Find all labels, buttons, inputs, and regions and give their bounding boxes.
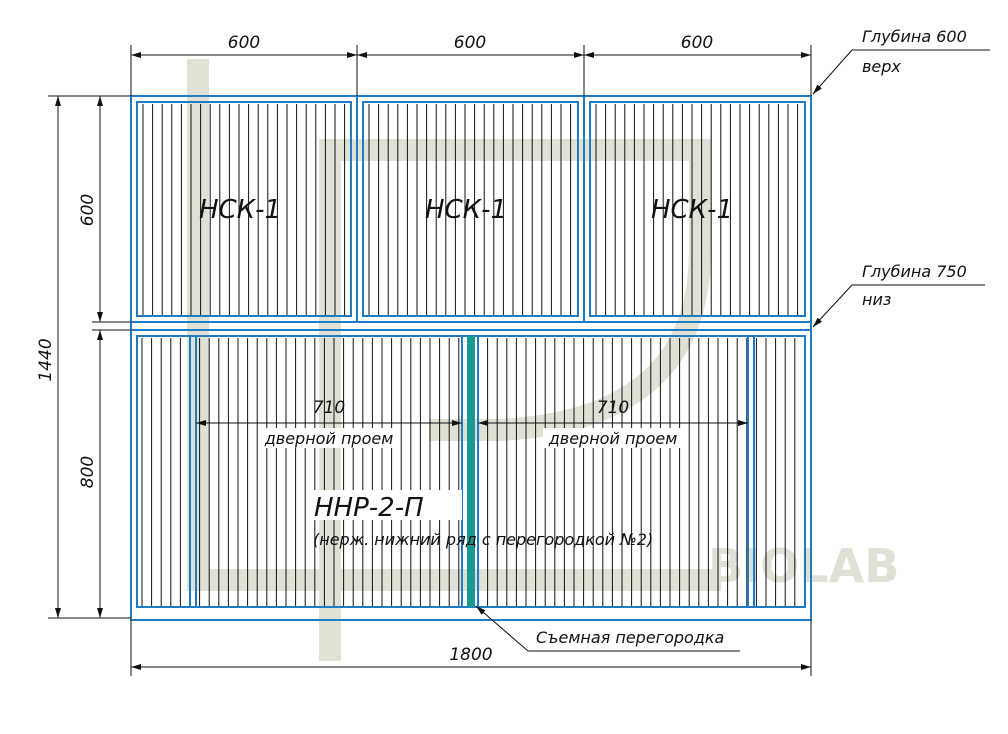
door-jamb: [747, 335, 755, 608]
watermark-text: BIOLAB: [708, 539, 899, 593]
lower-note: низ: [862, 290, 891, 309]
upper-depth-callout: Глубина 600: [862, 27, 967, 46]
dim-door-right: 710: [597, 398, 629, 418]
dim-lower-height: 800: [78, 456, 98, 488]
dimension-lines: [48, 45, 990, 676]
lower-module-description: (нерж. нижний ряд с перегородкой №2): [313, 530, 653, 549]
door-jamb: [189, 335, 197, 608]
partition-callout: Съемная перегородка: [536, 628, 724, 647]
upper-cabinet-inner: [136, 101, 352, 317]
removable-partition: [467, 336, 475, 607]
dim-total-width: 1800: [449, 645, 492, 665]
module-label-1: НСК-1: [199, 195, 281, 225]
upper-cabinet-inner: [589, 101, 806, 317]
dim-top-3: 600: [681, 33, 713, 53]
upper-cabinet-inner: [362, 101, 579, 317]
hatching: [141, 104, 799, 606]
door-opening-right: дверной проем: [548, 429, 678, 448]
lower-module-label: ННР-2-П: [314, 493, 424, 523]
door-opening-left: дверной проем: [264, 429, 394, 448]
dim-door-left: 710: [313, 398, 345, 418]
lower-depth-callout: Глубина 750: [862, 262, 967, 281]
module-label-2: НСК-1: [425, 195, 507, 225]
dim-top-1: 600: [228, 33, 260, 53]
cabinet-frames: [130, 95, 812, 621]
watermark-logo: [187, 59, 721, 661]
dim-total-height: 1440: [36, 338, 56, 381]
shelf-gap: [130, 321, 812, 331]
dim-top-2: 600: [454, 33, 486, 53]
upper-note: верх: [862, 57, 901, 76]
module-label-3: НСК-1: [651, 195, 733, 225]
lower-cabinet-outer: [130, 329, 812, 621]
dim-upper-height: 600: [78, 194, 98, 226]
